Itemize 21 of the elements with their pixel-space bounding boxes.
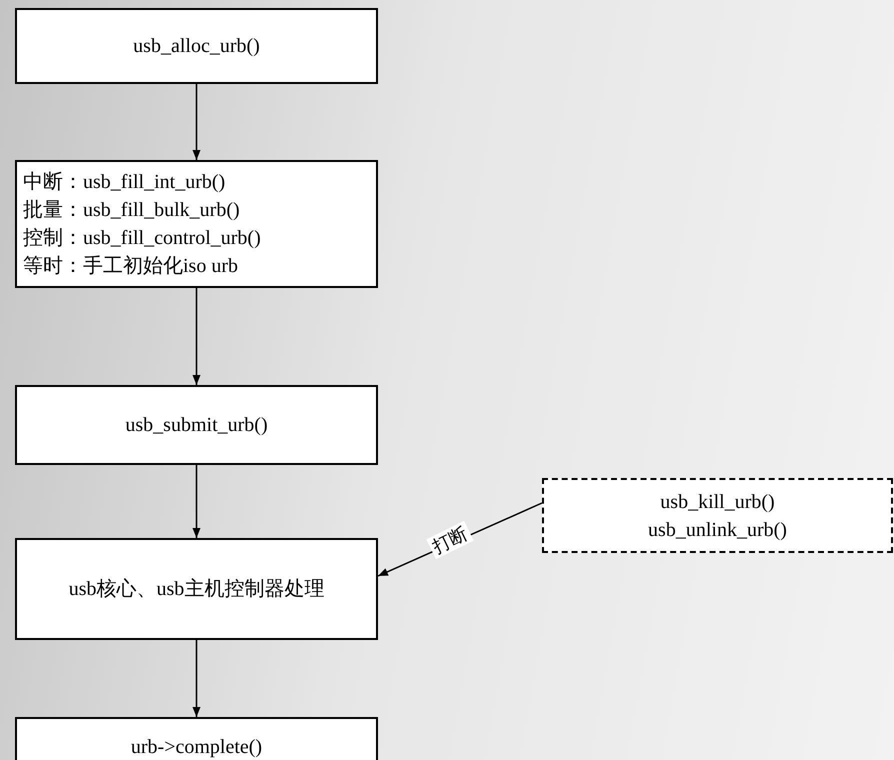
process-box (15, 717, 378, 760)
node-text: usb_unlink_urb() (648, 518, 787, 542)
process-box (15, 160, 378, 288)
node-text: 批量：usb_fill_bulk_urb() (23, 198, 240, 223)
node-text: 中断：usb_fill_int_urb() (23, 170, 226, 195)
arrow (192, 288, 200, 385)
arrow (192, 84, 200, 160)
node-text: 等时：手工初始化iso urb (23, 254, 238, 279)
node-text: usb核心、usb主机控制器处理 (68, 577, 324, 602)
arrow (192, 640, 200, 717)
process-box (15, 385, 378, 465)
node-text: usb_kill_urb() (660, 490, 775, 514)
node-text: usb_alloc_urb() (133, 34, 260, 59)
arrow (192, 465, 200, 538)
process-box (15, 8, 378, 84)
node-text: urb->complete() (130, 735, 262, 760)
node-text: usb_submit_urb() (125, 413, 268, 438)
process-box (15, 538, 378, 640)
dashed-box (542, 478, 893, 553)
node-text: 控制：usb_fill_control_urb() (23, 226, 261, 251)
edge-label: 打断 (426, 520, 474, 559)
